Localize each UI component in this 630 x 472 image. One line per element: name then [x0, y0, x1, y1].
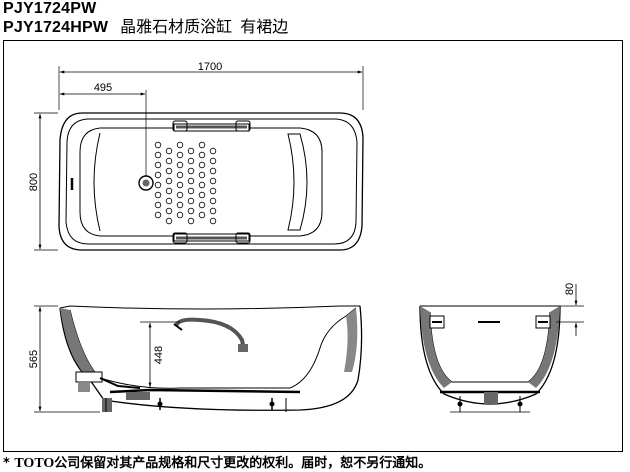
dimple [176, 141, 184, 149]
dimple [176, 211, 184, 219]
footer-text: 公司保留对其产品规格和尺寸更改的权利。届时，恕不另行通知。 [54, 456, 432, 471]
dim-label-height: 565 [28, 350, 40, 368]
dimple [198, 191, 206, 199]
top-view [34, 66, 364, 251]
dimple [165, 197, 173, 205]
dimple [165, 217, 173, 225]
side-outer-shell [59, 305, 363, 411]
dimple [154, 191, 162, 199]
grab-handle-top [172, 120, 251, 132]
dimple [154, 141, 162, 149]
dim-label-armrest: 448 [153, 346, 165, 364]
dimple [187, 177, 195, 185]
dimple [187, 187, 195, 195]
end-right-wall [528, 306, 560, 388]
drain-inner [142, 179, 150, 187]
dimple [198, 201, 206, 209]
side-inner-profile [69, 307, 357, 389]
dimple [176, 151, 184, 159]
brand-logo: TOTO [14, 456, 55, 471]
dimple [187, 147, 195, 155]
dimple [209, 187, 217, 195]
dimple [176, 201, 184, 209]
dimple [209, 207, 217, 215]
side-rim-top [59, 305, 360, 310]
drain-assembly [75, 371, 150, 412]
dimple [154, 151, 162, 159]
dimple [165, 147, 173, 155]
dimple [198, 161, 206, 169]
dim-label-drain-offset: 495 [94, 82, 112, 94]
end-inner-profile [429, 311, 551, 383]
dimple [176, 181, 184, 189]
tub-basin [79, 127, 323, 237]
dimple [209, 177, 217, 185]
dimple [154, 181, 162, 189]
footer-notice: * TOTO公司保留对其产品规格和尺寸更改的权利。届时，恕不另行通知。 [3, 452, 431, 472]
side-right-wall [344, 308, 358, 372]
dimple [154, 171, 162, 179]
dimple [165, 167, 173, 175]
dimple [198, 151, 206, 159]
model-number-2: PJY1724HPW [3, 19, 109, 36]
end-view [419, 284, 584, 413]
side-armrest [174, 317, 246, 351]
dimple [209, 157, 217, 165]
dim-label-width: 800 [28, 173, 40, 191]
dimple [154, 201, 162, 209]
dimple [209, 167, 217, 175]
drawing-frame [3, 40, 623, 452]
dimple [165, 207, 173, 215]
dimple [187, 207, 195, 215]
dimple [165, 157, 173, 165]
backrest-curve [93, 132, 101, 232]
header: PJY1724PW PJY1724HPW 晶雅石材质浴缸有裙边 [3, 0, 288, 37]
dimple [176, 161, 184, 169]
model-number-1: PJY1724PW [3, 0, 97, 17]
footer-star: * [3, 456, 10, 471]
side-bottom [109, 388, 301, 394]
dimple [187, 167, 195, 175]
dimple [198, 181, 206, 189]
dimple [198, 211, 206, 219]
dimple [165, 177, 173, 185]
side-view [34, 305, 363, 413]
side-left-wall [60, 308, 100, 382]
dimple [154, 211, 162, 219]
dimple [176, 171, 184, 179]
dimple [187, 217, 195, 225]
dimple [209, 217, 217, 225]
anti-slip-dimples [154, 141, 217, 225]
tub-outer-rim [58, 112, 364, 251]
dimple [209, 197, 217, 205]
dimple [165, 187, 173, 195]
end-left-wall [420, 306, 452, 388]
dimple [209, 147, 217, 155]
dimple [154, 161, 162, 169]
side-feet [105, 398, 287, 412]
tub-inner-rim [65, 118, 358, 245]
product-name: 晶雅石材质浴缸有裙边 [120, 17, 289, 36]
dim-label-rim: 80 [564, 283, 576, 295]
dimple [187, 157, 195, 165]
grab-handle-bottom [172, 232, 251, 244]
foot-end-inner [287, 133, 308, 231]
header-line-2: PJY1724HPW 晶雅石材质浴缸有裙边 [3, 18, 288, 37]
dim-label-length: 1700 [198, 61, 222, 73]
dimple [176, 191, 184, 199]
dimple [198, 141, 206, 149]
dimple [187, 197, 195, 205]
dimple [198, 171, 206, 179]
